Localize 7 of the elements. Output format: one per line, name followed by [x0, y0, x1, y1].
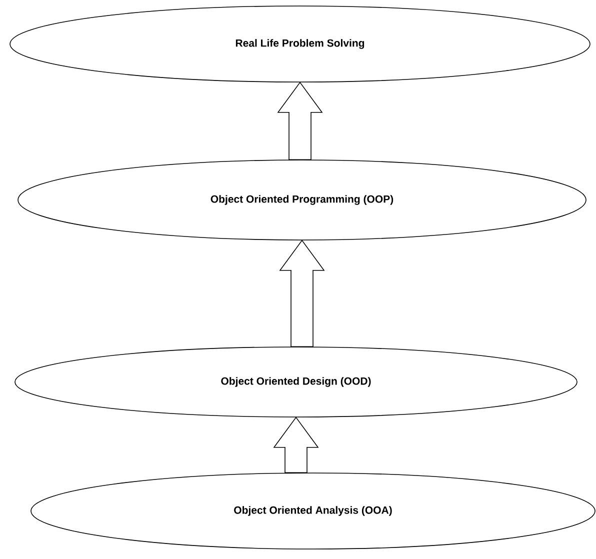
- ellipse-node: Object Oriented Design (OOD): [14, 346, 578, 418]
- ellipse-node: Object Oriented Analysis (OOA): [30, 472, 596, 550]
- ellipse-node: Real Life Problem Solving: [10, 6, 590, 82]
- ellipse-node: Object Oriented Programming (OOP): [18, 160, 586, 240]
- block-arrow: [273, 416, 319, 473]
- block-arrow: [279, 240, 325, 347]
- block-arrow: [277, 82, 323, 160]
